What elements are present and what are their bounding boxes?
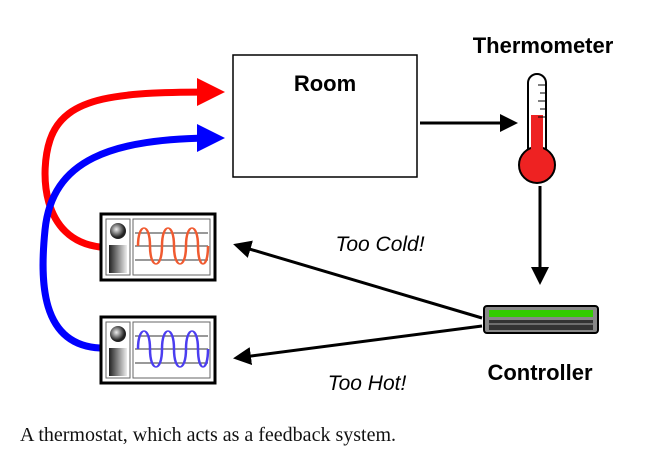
thermometer-label: Thermometer (473, 33, 614, 58)
heat-flow-arrow (41, 78, 225, 251)
thermometer-icon (518, 73, 556, 184)
too-hot-arrow (233, 324, 483, 365)
cooler-icon (99, 315, 217, 385)
cool-flow-arrow (39, 124, 225, 352)
room-label: Room (294, 71, 356, 96)
heater-icon (99, 212, 217, 282)
room-box: Room (232, 54, 418, 178)
figure-caption: A thermostat, which acts as a feedback s… (20, 424, 396, 446)
too-hot-label: Too Hot! (328, 372, 407, 395)
controller-icon (483, 305, 599, 334)
too-cold-label: Too Cold! (335, 233, 424, 256)
controller-label: Controller (487, 360, 593, 385)
too-cold-arrow (233, 240, 483, 320)
